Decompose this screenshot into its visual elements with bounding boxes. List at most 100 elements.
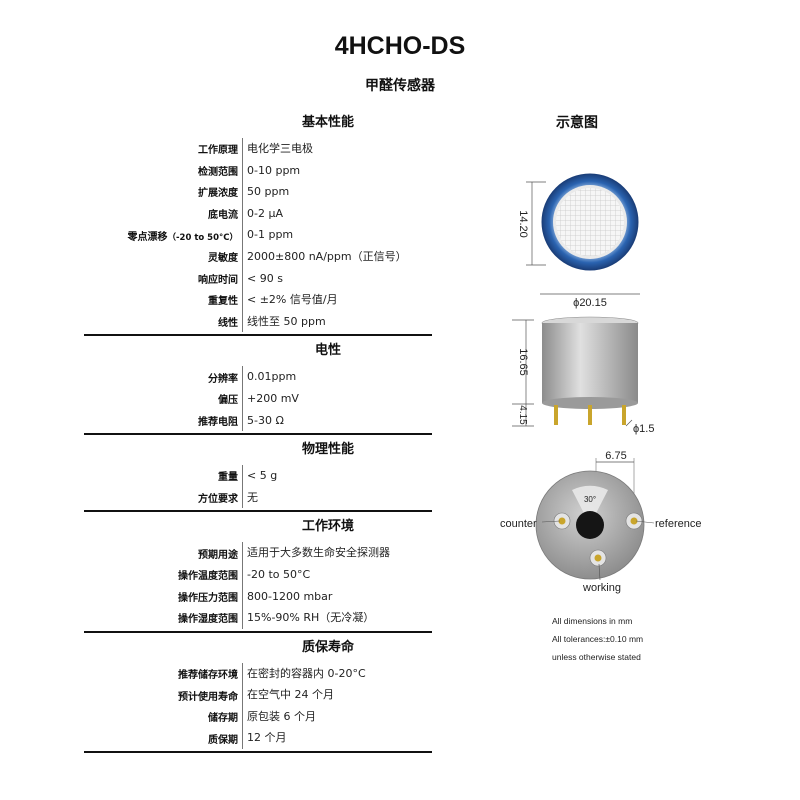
spec-value: 50 ppm xyxy=(242,181,289,203)
product-subtitle: 甲醛传感器 xyxy=(365,78,435,94)
spec-value: 5-30 Ω xyxy=(242,409,284,432)
spec-label-text: 零点漂移 xyxy=(127,231,168,243)
spec-value: 线性至 50 ppm xyxy=(242,310,326,333)
spec-section: 物理性能重量 < 5 g 方位要求无 xyxy=(84,435,432,513)
spec-label-text: 底电流 xyxy=(208,210,238,222)
dim-diameter: ϕ20.15 xyxy=(573,297,607,309)
spec-value: 在密封的容器内 0-20°C xyxy=(242,662,366,685)
spec-label-text: 重量 xyxy=(218,472,238,484)
label-working: working xyxy=(582,582,621,594)
spec-label-text: 工作原理 xyxy=(198,145,238,157)
spec-label-text: 灵敏度 xyxy=(208,253,238,265)
spec-row: 操作压力范围 800-1200 mbar xyxy=(84,585,432,608)
spec-row: 偏压 +200 mV xyxy=(84,387,432,410)
spec-label-text: 线性 xyxy=(218,318,238,330)
spec-value: 无 xyxy=(242,486,258,509)
diagram-title: 示意图 xyxy=(556,115,598,131)
spec-label: 底电流 xyxy=(84,206,242,221)
dim-pin-diameter: ϕ1.5 xyxy=(633,423,654,435)
dimension-notes: All dimensions in mm All tolerances:±0.1… xyxy=(552,612,643,666)
spec-value: 0-1 ppm xyxy=(242,224,293,246)
dim-body-height: 16.65 xyxy=(517,348,529,376)
spec-value: +200 mV xyxy=(242,387,299,410)
label-reference: reference xyxy=(655,518,701,530)
spec-row: 操作温度范围 -20 to 50°C xyxy=(84,563,432,586)
spec-label-text: 预期用途 xyxy=(198,549,238,561)
spec-label: 扩展浓度 xyxy=(84,184,242,199)
spec-label: 线性 xyxy=(84,314,242,329)
spec-label: 偏压 xyxy=(84,391,242,406)
note-line: All tolerances:±0.10 mm xyxy=(552,634,644,644)
spec-label: 重量 xyxy=(84,468,242,483)
sensor-diagram: 14.20 ϕ20.15 16.65 4.15 ϕ1.5 6.75 30° xyxy=(500,173,701,594)
spec-row: 储存期原包装 6 个月 xyxy=(84,705,432,728)
label-counter: counter xyxy=(500,518,537,530)
spec-row: 预计使用寿命在空气中 24 个月 xyxy=(84,684,432,706)
spec-value: -20 to 50°C xyxy=(242,563,310,586)
spec-row: 推荐电阻 5-30 Ω xyxy=(84,409,432,432)
spec-value: 2000±800 nA/ppm（正信号） xyxy=(242,245,407,268)
top-view: 14.20 xyxy=(517,173,639,271)
spec-value: 12 个月 xyxy=(242,727,287,750)
spec-label: 分辨率 xyxy=(84,370,242,385)
spec-row: 线性线性至 50 ppm xyxy=(84,310,432,333)
spec-label-text: 预计使用寿命 xyxy=(178,691,238,703)
spec-label: 预期用途 xyxy=(84,546,242,561)
spec-label: 响应时间 xyxy=(84,271,242,286)
spec-label: 工作原理 xyxy=(84,141,242,156)
spec-label-text: 操作压力范围 xyxy=(178,592,238,604)
section-divider xyxy=(84,334,432,337)
spec-row: 推荐储存环境在密封的容器内 0-20°C xyxy=(84,662,432,685)
dim-top-height: 14.20 xyxy=(517,210,529,238)
spec-label: 操作压力范围 xyxy=(84,589,242,604)
spec-section: 电性分辨率 0.01ppm 偏压 +200 mV 推荐电阻 5-30 Ω xyxy=(84,336,432,436)
spec-label-text: 推荐电阻 xyxy=(198,416,238,428)
section-title: 物理性能 xyxy=(301,442,354,458)
section-title: 电性 xyxy=(314,343,341,359)
spec-row: 分辨率 0.01ppm xyxy=(84,366,432,388)
spec-label: 方位要求 xyxy=(84,490,242,505)
spec-label-text: 方位要求 xyxy=(198,494,238,506)
spec-label: 储存期 xyxy=(84,709,242,724)
spec-row: 扩展浓度 50 ppm xyxy=(84,181,432,203)
dim-pin-length: 4.15 xyxy=(517,405,528,425)
spec-label-text: 偏压 xyxy=(218,395,238,407)
angle-label: 30° xyxy=(584,495,596,504)
spec-label-text: 重复性 xyxy=(208,296,238,308)
spec-value: 适用于大多数生命安全探测器 xyxy=(242,542,390,564)
note-line: unless otherwise stated xyxy=(552,652,641,662)
spec-value: 800-1200 mbar xyxy=(242,585,332,608)
spec-label: 零点漂移（-20 to 50°C） xyxy=(84,228,242,243)
spec-label-text: 推荐储存环境 xyxy=(178,669,238,681)
note-line: All dimensions in mm xyxy=(552,616,633,626)
spec-row: 工作原理电化学三电极 xyxy=(84,138,432,160)
section-divider xyxy=(84,510,432,513)
spec-label: 检测范围 xyxy=(84,163,242,178)
section-title: 质保寿命 xyxy=(301,639,354,655)
spec-row: 预期用途适用于大多数生命安全探测器 xyxy=(84,542,432,564)
spec-value: 在空气中 24 个月 xyxy=(242,684,334,706)
spec-label: 灵敏度 xyxy=(84,249,242,264)
spec-row: 重复性< ±2% 信号值/月 xyxy=(84,289,432,311)
spec-value: 0.01ppm xyxy=(242,366,296,388)
section-divider xyxy=(84,630,432,633)
spec-label: 推荐储存环境 xyxy=(84,666,242,681)
spec-label: 推荐电阻 xyxy=(84,413,242,428)
spec-row: 零点漂移（-20 to 50°C）0-1 ppm xyxy=(84,224,432,246)
spec-row: 灵敏度 2000±800 nA/ppm（正信号） xyxy=(84,245,432,268)
spec-value: 0-10 ppm xyxy=(242,159,300,182)
spec-label-text: 扩展浓度 xyxy=(198,188,238,200)
spec-label-text: 分辨率 xyxy=(208,373,238,385)
dim-pin-spacing: 6.75 xyxy=(605,450,626,462)
spec-value: 0-2 μA xyxy=(242,202,283,225)
spec-row: 重量 < 5 g xyxy=(84,465,432,487)
spec-value: 15%-90% RH（无冷凝） xyxy=(242,607,374,629)
spec-label-text: 响应时间 xyxy=(198,274,238,286)
spec-value: < 5 g xyxy=(242,465,277,487)
spec-label-text: 操作温度范围 xyxy=(178,571,238,583)
product-title: 4HCHO-DS xyxy=(334,32,466,60)
